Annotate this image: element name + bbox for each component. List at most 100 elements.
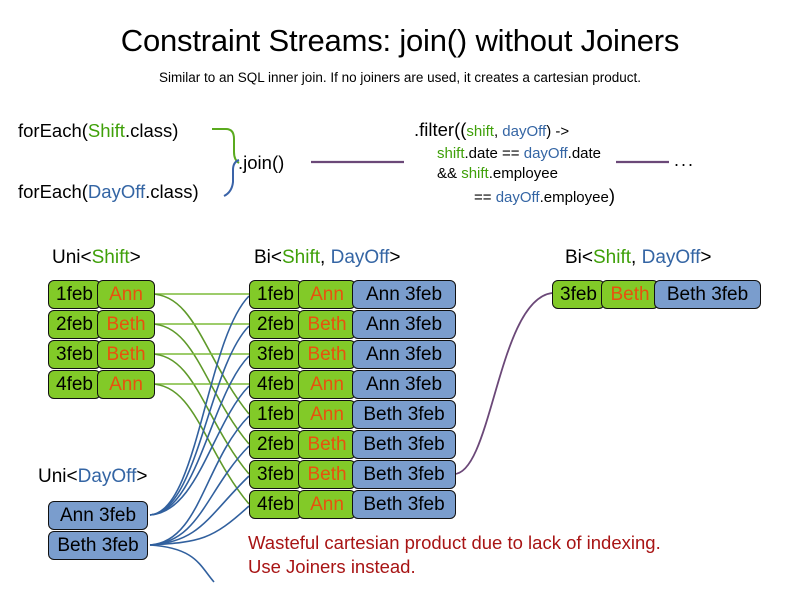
code-token: dayOff [495,189,540,206]
list-item[interactable]: 2feb Beth [48,310,155,339]
cell-dayoff: Ann 3feb [48,501,148,530]
code-token: .date [567,145,602,162]
table-row[interactable]: 3feb Beth Ann 3feb [249,340,456,369]
header-type-shift: Shift [91,247,130,268]
cell-shift-employee: Ann [298,490,356,519]
code-foreach-dayoff: forEach(DayOff.class) [18,181,199,203]
code-token: && [437,165,462,182]
cell-shift-employee: Beth [298,460,356,489]
list-item[interactable]: 4feb Ann [48,370,155,399]
warning-line-2: Use Joiners instead. [248,556,416,577]
cell-shift-employee: Ann [97,370,155,399]
code-filter-line-1: .filter((shift, dayOff) -> [414,119,569,141]
header-type-shift: Shift [282,247,321,268]
warning-line-1: Wasteful cartesian product due to lack o… [248,532,661,553]
cell-shift-employee: Beth [97,340,155,369]
cell-shift-employee: Beth [97,310,155,339]
cell-dayoff: Beth 3feb [654,280,761,309]
code-join-call: .join() [238,152,285,173]
code-foreach-shift: forEach(Shift.class) [18,120,178,142]
table-row[interactable]: 2feb Beth Beth 3feb [249,430,456,459]
code-param-dayoff: dayOff [502,123,547,140]
cell-shift-employee: Beth [298,340,356,369]
page-subtitle: Similar to an SQL inner join. If no join… [159,70,641,85]
cell-shift-employee: Beth [601,280,659,309]
cell-dayoff: Ann 3feb [352,280,456,309]
code-token: == [474,189,496,206]
cell-shift-employee: Beth [298,430,356,459]
cell-dayoff: Beth 3feb [352,460,456,489]
code-token: dayOff [523,145,568,162]
cell-dayoff: Ann 3feb [352,340,456,369]
cell-shift-date: 4feb [249,490,302,519]
header-type-dayoff: DayOff [641,247,701,268]
ellipsis-label: ... [674,150,696,170]
cell-dayoff: Beth 3feb [352,490,456,519]
list-item[interactable]: Beth 3feb [48,531,148,560]
header-uni-shift: Uni<Shift> [52,246,141,269]
cell-shift-date: 2feb [249,310,302,339]
cell-shift-employee: Ann [298,370,356,399]
table-row[interactable]: 1feb Ann Beth 3feb [249,400,456,429]
cell-shift-date: 2feb [249,430,302,459]
header-uni-dayoff: Uni<DayOff> [38,465,148,488]
cell-dayoff: Beth 3feb [352,400,456,429]
warning-note: Wasteful cartesian product due to lack o… [248,531,661,579]
table-row[interactable]: 4feb Ann Ann 3feb [249,370,456,399]
header-token: > [129,247,141,268]
cell-shift-date: 4feb [48,370,101,399]
code-token: .class) [124,120,179,141]
header-token: Uni< [38,466,78,487]
cell-shift-employee: Ann [298,280,356,309]
cell-shift-date: 3feb [249,340,302,369]
header-token: , [320,247,331,268]
list-item[interactable]: 3feb Beth [48,340,155,369]
code-token: shift [437,145,465,162]
cell-shift-date: 1feb [249,400,302,429]
table-row[interactable]: 3feb Beth Beth 3feb [552,280,761,309]
header-token: Bi< [254,247,282,268]
header-type-dayoff: DayOff [330,247,390,268]
code-token: .employee [488,165,558,182]
header-type-shift: Shift [593,247,632,268]
cell-dayoff: Ann 3feb [352,370,456,399]
header-token: > [389,247,401,268]
code-token: forEach( [18,120,88,141]
header-token: > [136,466,148,487]
cell-shift-date: 3feb [249,460,302,489]
code-token: .employee [539,189,609,206]
header-token: Bi< [565,247,593,268]
table-row[interactable]: 1feb Ann Ann 3feb [249,280,456,309]
header-token: , [631,247,642,268]
cell-shift-date: 1feb [48,280,101,309]
header-token: Uni< [52,247,92,268]
code-filter-line-4: == dayOff.employee) [474,186,615,207]
table-row[interactable]: 2feb Beth Ann 3feb [249,310,456,339]
header-token: > [700,247,712,268]
table-row[interactable]: 3feb Beth Beth 3feb [249,460,456,489]
code-token: forEach( [18,181,88,202]
code-type-dayoff: DayOff [87,181,146,202]
header-bi-right: Bi<Shift, DayOff> [565,246,711,269]
cell-shift-date: 3feb [48,340,101,369]
code-token: .class) [145,181,199,202]
page-title: Constraint Streams: join() without Joine… [120,23,680,58]
cell-shift-employee: Beth [298,310,356,339]
cell-shift-date: 1feb [249,280,302,309]
code-token: .filter(( [414,119,467,140]
code-filter-line-2: shift.date == dayOff.date [437,144,601,163]
code-param-shift: shift [466,123,494,140]
code-filter-line-3: && shift.employee [437,164,558,183]
cell-shift-date: 4feb [249,370,302,399]
code-token: ) [608,185,615,206]
cell-dayoff: Ann 3feb [352,310,456,339]
cell-shift-date: 3feb [552,280,605,309]
header-type-dayoff: DayOff [77,466,137,487]
table-row[interactable]: 4feb Ann Beth 3feb [249,490,456,519]
list-item[interactable]: Ann 3feb [48,501,148,530]
list-item[interactable]: 1feb Ann [48,280,155,309]
cell-shift-employee: Ann [298,400,356,429]
code-token: , [493,123,503,140]
cell-dayoff: Beth 3feb [48,531,148,560]
